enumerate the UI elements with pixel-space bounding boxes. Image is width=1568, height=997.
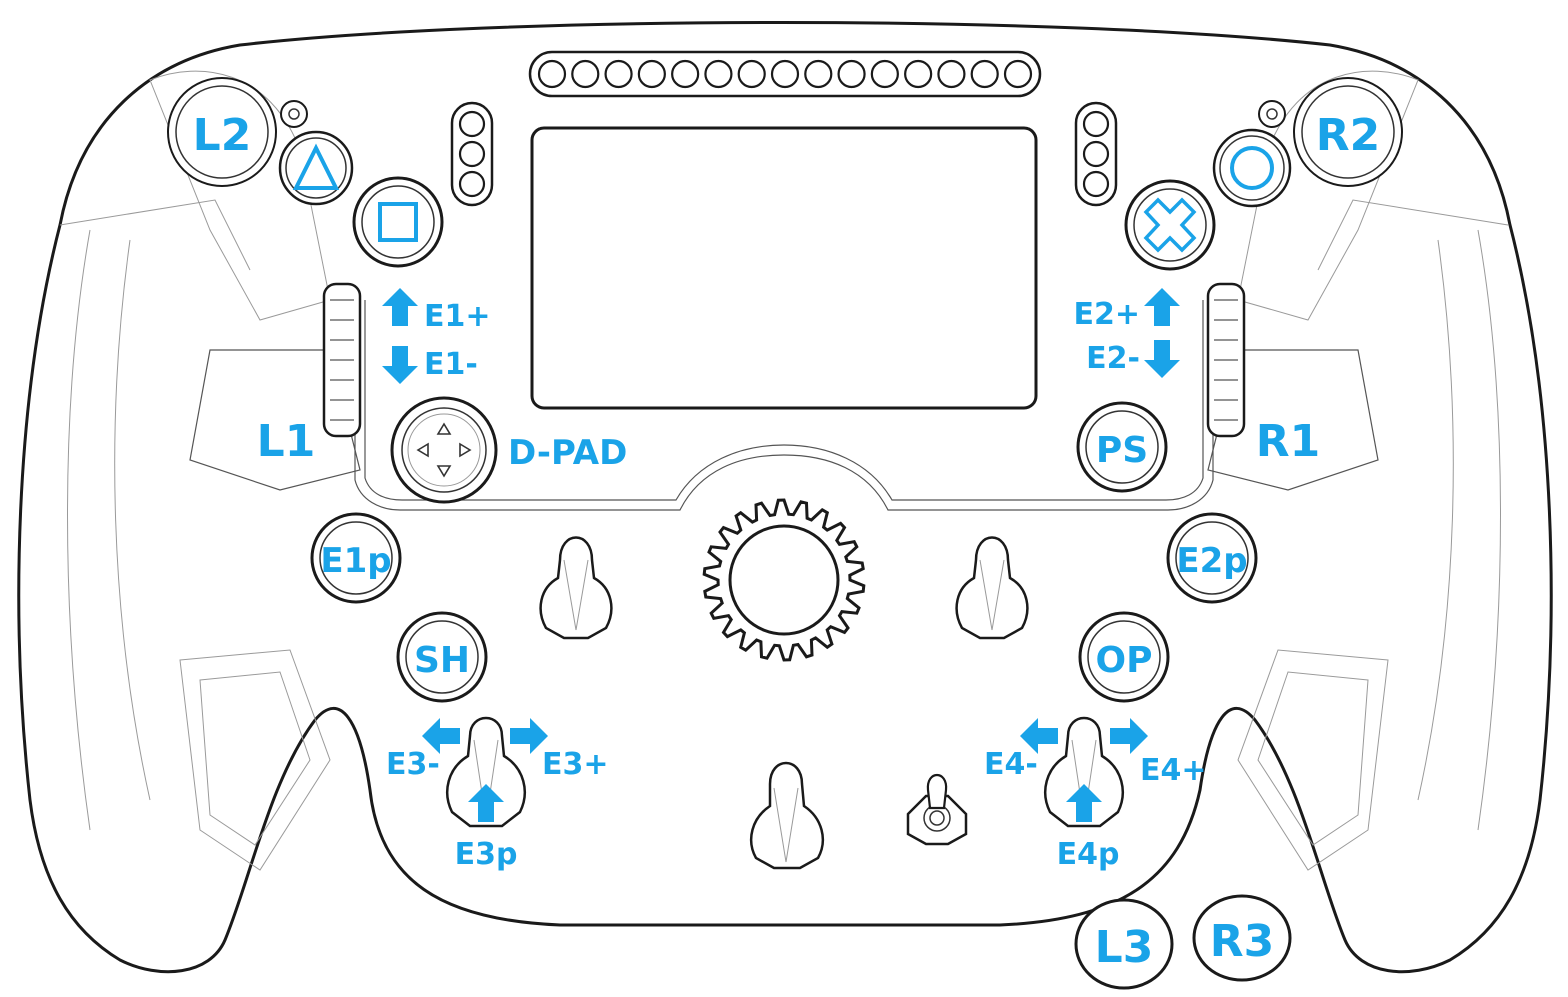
circle-button[interactable] bbox=[1212, 128, 1292, 208]
square-icon bbox=[378, 202, 418, 242]
r3-button[interactable]: R3 bbox=[1192, 894, 1292, 982]
triangle-icon bbox=[292, 143, 340, 190]
r2-label: R2 bbox=[1316, 110, 1381, 161]
e4-joystick[interactable] bbox=[1044, 716, 1124, 828]
right-side-leds bbox=[1082, 110, 1110, 198]
square-button[interactable] bbox=[352, 176, 444, 268]
op-button[interactable]: OP bbox=[1078, 611, 1170, 703]
rev-led bbox=[1003, 59, 1033, 89]
e2-plus-label: E2+ bbox=[1073, 297, 1140, 332]
e4-left-arrow bbox=[1020, 718, 1058, 754]
ps-button[interactable]: PS bbox=[1076, 401, 1168, 493]
triangle-button[interactable] bbox=[278, 130, 354, 206]
e3-left-arrow bbox=[422, 718, 460, 754]
rev-led bbox=[770, 59, 800, 89]
dpad-left-icon bbox=[416, 442, 429, 458]
e4-minus-label: E4- bbox=[984, 747, 1038, 782]
e3-plus-label: E3+ bbox=[542, 747, 609, 782]
cross-icon bbox=[1143, 197, 1197, 253]
rev-led bbox=[870, 59, 899, 89]
dpad-button[interactable] bbox=[390, 396, 498, 504]
side-led bbox=[1082, 140, 1110, 168]
dpad-up-icon bbox=[436, 422, 452, 435]
l3-button[interactable]: L3 bbox=[1074, 898, 1174, 990]
circle-icon bbox=[1230, 146, 1274, 190]
left-side-leds bbox=[458, 110, 486, 198]
rev-led bbox=[804, 59, 833, 89]
rev-led bbox=[837, 59, 866, 89]
side-led bbox=[458, 140, 486, 168]
right-upper-rotary-switch[interactable] bbox=[955, 536, 1029, 640]
right-paddle-area bbox=[1207, 349, 1379, 491]
e1-down-arrow bbox=[382, 346, 418, 384]
e2-up-arrow bbox=[1144, 288, 1180, 326]
cross-button[interactable] bbox=[1124, 179, 1216, 271]
display-screen bbox=[530, 126, 1038, 410]
e1-plus-label: E1+ bbox=[424, 299, 491, 334]
side-led bbox=[458, 170, 486, 198]
rev-led bbox=[571, 59, 600, 89]
right-grip-detail bbox=[1477, 229, 1501, 831]
left-small-knob bbox=[280, 100, 308, 128]
dpad-down-icon bbox=[436, 465, 452, 478]
e3p-label: E3p bbox=[455, 837, 518, 872]
e2p-button[interactable]: E2p bbox=[1166, 512, 1258, 604]
op-label: OP bbox=[1096, 640, 1153, 681]
rev-led bbox=[937, 59, 966, 89]
e3-right-arrow bbox=[510, 718, 548, 754]
rev-led bbox=[970, 59, 999, 89]
ps-label: PS bbox=[1096, 430, 1148, 471]
rev-led bbox=[737, 59, 766, 89]
left-upper-rotary-switch[interactable] bbox=[539, 536, 613, 640]
e2-down-arrow bbox=[1144, 340, 1180, 378]
e4-plus-label: E4+ bbox=[1140, 753, 1207, 788]
toggle-switch[interactable] bbox=[906, 773, 968, 846]
left-paddle-area bbox=[189, 349, 361, 491]
rev-leds bbox=[537, 59, 1033, 89]
r3-label: R3 bbox=[1210, 916, 1275, 967]
e1-up-arrow bbox=[382, 288, 418, 326]
center-rotary-knob[interactable] bbox=[702, 498, 866, 662]
lower-rotary-switch[interactable] bbox=[749, 761, 825, 870]
left-grip-detail bbox=[67, 229, 91, 831]
l2-label: L2 bbox=[193, 110, 252, 161]
sh-label: SH bbox=[414, 640, 470, 681]
e4p-label: E4p bbox=[1057, 837, 1120, 872]
e2-minus-label: E2- bbox=[1086, 341, 1140, 376]
rev-led bbox=[671, 59, 700, 89]
right-small-knob bbox=[1258, 100, 1286, 128]
e3-push-arrow bbox=[468, 784, 504, 822]
side-led bbox=[1082, 170, 1110, 198]
side-led bbox=[458, 110, 486, 138]
l3-label: L3 bbox=[1095, 922, 1154, 973]
e1p-button[interactable]: E1p bbox=[310, 512, 402, 604]
e4-push-arrow bbox=[1066, 784, 1102, 822]
dpad-right-icon bbox=[459, 442, 472, 458]
rev-led bbox=[904, 59, 933, 89]
rev-led bbox=[604, 59, 633, 89]
e4-right-arrow bbox=[1110, 718, 1148, 754]
rev-led bbox=[704, 59, 733, 89]
l1-label: L1 bbox=[257, 416, 316, 467]
e1-encoder[interactable] bbox=[322, 282, 362, 438]
rev-led bbox=[637, 59, 666, 89]
e3-minus-label: E3- bbox=[386, 747, 440, 782]
r2-button[interactable]: R2 bbox=[1293, 77, 1403, 187]
r1-label: R1 bbox=[1256, 416, 1321, 467]
l2-button[interactable]: L2 bbox=[167, 77, 277, 187]
dpad-label: D-PAD bbox=[508, 433, 627, 473]
face-plate bbox=[354, 300, 1214, 511]
rev-led bbox=[537, 59, 567, 89]
sh-button[interactable]: SH bbox=[396, 611, 488, 703]
e2p-label: E2p bbox=[1176, 541, 1247, 581]
e1-minus-label: E1- bbox=[424, 347, 478, 382]
e1p-label: E1p bbox=[320, 541, 391, 581]
side-led bbox=[1082, 110, 1110, 138]
e2-encoder[interactable] bbox=[1206, 282, 1246, 438]
